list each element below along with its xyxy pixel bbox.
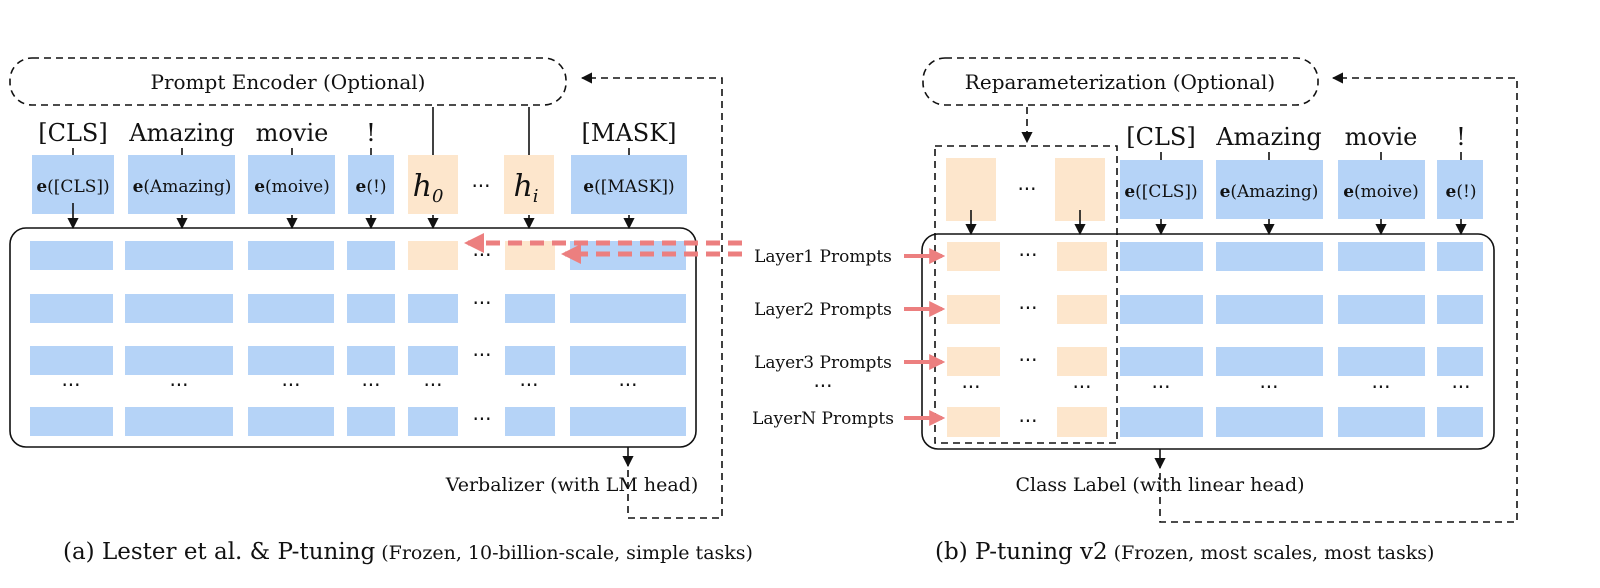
prompt-column-box <box>934 145 1118 444</box>
encoder-feedback-path <box>580 72 723 519</box>
layer-ellipsis: ··· <box>813 374 832 398</box>
embedding-arrows-b <box>965 210 1467 236</box>
svg-text:···: ··· <box>1018 243 1037 267</box>
svg-text:···: ··· <box>281 373 300 397</box>
embedding-amazing <box>128 155 235 214</box>
prompt-hi-label: hi <box>513 169 538 207</box>
panel-b: Reparameterization (Optional) ··· [CLS] … <box>752 57 1518 565</box>
caption-b: (b) P-tuning v2(Frozen, most scales, mos… <box>935 539 1434 565</box>
class-label: Class Label (with linear head) <box>1015 474 1304 496</box>
prompt-h0 <box>408 155 458 214</box>
layer-prompt-labels: Layer1 Prompts Layer2 Prompts Layer3 Pro… <box>752 247 894 429</box>
red-link-arrows <box>464 233 742 264</box>
embedding-movie-label: e(moive) <box>254 177 330 197</box>
panel-a: Prompt Encoder (Optional) [CLS] Amazing … <box>9 57 753 565</box>
prompt-encoder-label: Prompt Encoder (Optional) <box>151 70 426 94</box>
svg-text:···: ··· <box>472 243 491 267</box>
svg-text:···: ··· <box>1259 375 1278 399</box>
embedding-mask-label: e([MASK]) <box>583 177 674 197</box>
svg-text:···: ··· <box>1072 375 1091 399</box>
svg-text:···: ··· <box>618 373 637 397</box>
svg-text:···: ··· <box>1371 375 1390 399</box>
layer-red-arrows <box>904 248 946 426</box>
layer2-prompts-label: Layer2 Prompts <box>754 300 892 320</box>
embedding-excl-b <box>1437 160 1483 219</box>
model-grid-a <box>30 241 686 436</box>
svg-text:···: ··· <box>61 373 80 397</box>
svg-text:···: ··· <box>361 373 380 397</box>
layerN-prompts-label: LayerN Prompts <box>752 409 894 429</box>
verbalizer-label: Verbalizer (with LM head) <box>445 474 698 496</box>
embedding-amazing-label: e(Amazing) <box>133 177 232 197</box>
embedding-amazing-b <box>1216 160 1323 219</box>
model-grid-b-ellipses: ··· ··· ··· ··· ··· ··· ··· ··· ··· ··· <box>961 243 1470 433</box>
token-movie-b: movie <box>1345 123 1418 151</box>
prompt-emb-ellipsis: ··· <box>1017 177 1036 201</box>
model-grid-a-ellipses: ··· ··· ··· ··· ··· ··· ··· ··· ··· ··· … <box>61 243 637 431</box>
layer1-prompts-label: Layer1 Prompts <box>754 247 892 267</box>
svg-text:···: ··· <box>1151 375 1170 399</box>
embedding-cls-label: e([CLS]) <box>36 177 109 197</box>
frozen-model-box-a <box>9 227 697 448</box>
prompt-h0-label: h0 <box>413 169 444 207</box>
model-grid-b <box>947 242 1483 437</box>
layer3-prompts-label: Layer3 Prompts <box>754 353 892 373</box>
token-cls-b: [CLS] <box>1126 123 1195 151</box>
embedding-movie <box>248 155 335 214</box>
svg-text:···: ··· <box>472 291 491 315</box>
token-excl: ! <box>366 119 376 147</box>
token-movie: movie <box>256 119 329 147</box>
embedding-mask <box>571 155 687 214</box>
token-excl-b: ! <box>1456 123 1466 151</box>
caption-a: (a) Lester et al. & P-tuning(Frozen, 10-… <box>63 539 753 565</box>
token-amazing-b: Amazing <box>1215 123 1322 151</box>
embedding-excl-b-label: e(!) <box>1446 182 1477 202</box>
embedding-excl-label: e(!) <box>356 177 387 197</box>
embedding-movie-b-label: e(moive) <box>1343 182 1419 202</box>
prompt-encoder-box <box>9 57 567 106</box>
embedding-excl <box>348 155 394 214</box>
token-mask: [MASK] <box>581 119 676 147</box>
svg-text:···: ··· <box>1018 348 1037 372</box>
token-amazing: Amazing <box>128 119 235 147</box>
embedding-arrows <box>67 203 635 230</box>
embedding-cls-b <box>1120 160 1203 219</box>
svg-text:···: ··· <box>472 407 491 431</box>
svg-text:···: ··· <box>472 343 491 367</box>
reparameterization-label: Reparameterization (Optional) <box>965 70 1275 94</box>
svg-text:···: ··· <box>519 373 538 397</box>
svg-text:···: ··· <box>1451 375 1470 399</box>
svg-text:···: ··· <box>961 375 980 399</box>
embedding-movie-b <box>1338 160 1425 219</box>
prompt-hi <box>504 155 554 214</box>
reparameterization-box <box>922 57 1319 106</box>
embedding-amazing-b-label: e(Amazing) <box>1220 182 1319 202</box>
token-cls: [CLS] <box>38 119 107 147</box>
svg-text:···: ··· <box>1018 296 1037 320</box>
svg-text:···: ··· <box>1018 409 1037 433</box>
embedding-cls-b-label: e([CLS]) <box>1124 182 1197 202</box>
frozen-model-box-b <box>921 233 1495 450</box>
svg-text:···: ··· <box>423 373 442 397</box>
prompt-ellipsis: ··· <box>471 174 490 198</box>
svg-text:···: ··· <box>169 373 188 397</box>
